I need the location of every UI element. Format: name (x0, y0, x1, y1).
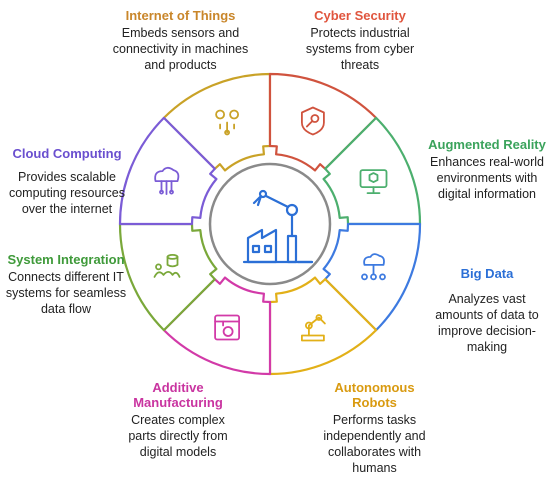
desc-big-data: Analyzes vast amounts of data to improve… (435, 292, 539, 354)
label-cyber-security: Cyber Security Protects industrial syste… (290, 8, 430, 73)
cloud-circuit-icon (154, 166, 180, 196)
factory-robot-arm-icon (242, 189, 314, 264)
label-cloud-computing: Cloud Computing Provides scalable comput… (2, 146, 132, 217)
label-additive-manufacturing: Additive Manufacturing Creates complex p… (118, 380, 238, 460)
ring-segment (118, 116, 218, 226)
3d-printer-icon (214, 314, 241, 341)
title-internet-of-things: Internet of Things (125, 8, 236, 23)
label-internet-of-things: Internet of Things Embeds sensors and co… (108, 8, 253, 73)
label-big-data: Big Data Analyzes vast amounts of data t… (428, 266, 546, 355)
title-cyber-security: Cyber Security (314, 8, 406, 23)
desc-augmented-reality: Enhances real-world environments with di… (430, 155, 544, 201)
label-system-integration: System Integration Connects different IT… (2, 252, 130, 317)
title-big-data: Big Data (460, 266, 514, 281)
desc-additive-manufacturing: Creates complex parts directly from digi… (128, 413, 228, 459)
label-autonomous-robots: Autonomous Robots Performs tasks indepen… (312, 380, 437, 476)
gears-network-icon (215, 109, 240, 136)
title-augmented-reality: Augmented Reality (428, 137, 546, 152)
cloud-network-icon (361, 253, 386, 281)
robot-arm-icon (300, 314, 326, 342)
database-link-icon (153, 253, 181, 278)
title-cloud-computing: Cloud Computing (12, 146, 122, 161)
desc-cyber-security: Protects industrial systems from cyber t… (305, 26, 415, 72)
hub-circle (208, 162, 332, 286)
shield-key-icon (300, 106, 325, 136)
desc-cloud-computing: Provides scalable computing resources ov… (8, 170, 126, 216)
title-system-integration: System Integration (7, 252, 125, 267)
desc-autonomous-robots: Performs tasks independently and collabo… (323, 413, 426, 475)
desc-internet-of-things: Embeds sensors and connectivity in machi… (112, 26, 249, 72)
label-augmented-reality: Augmented Reality Enhances real-world en… (428, 137, 546, 202)
desc-system-integration: Connects different IT systems for seamle… (5, 270, 127, 316)
title-autonomous-robots: Autonomous Robots (334, 380, 415, 410)
title-additive-manufacturing: Additive Manufacturing (133, 380, 223, 410)
ar-monitor-cube-icon (359, 169, 388, 195)
